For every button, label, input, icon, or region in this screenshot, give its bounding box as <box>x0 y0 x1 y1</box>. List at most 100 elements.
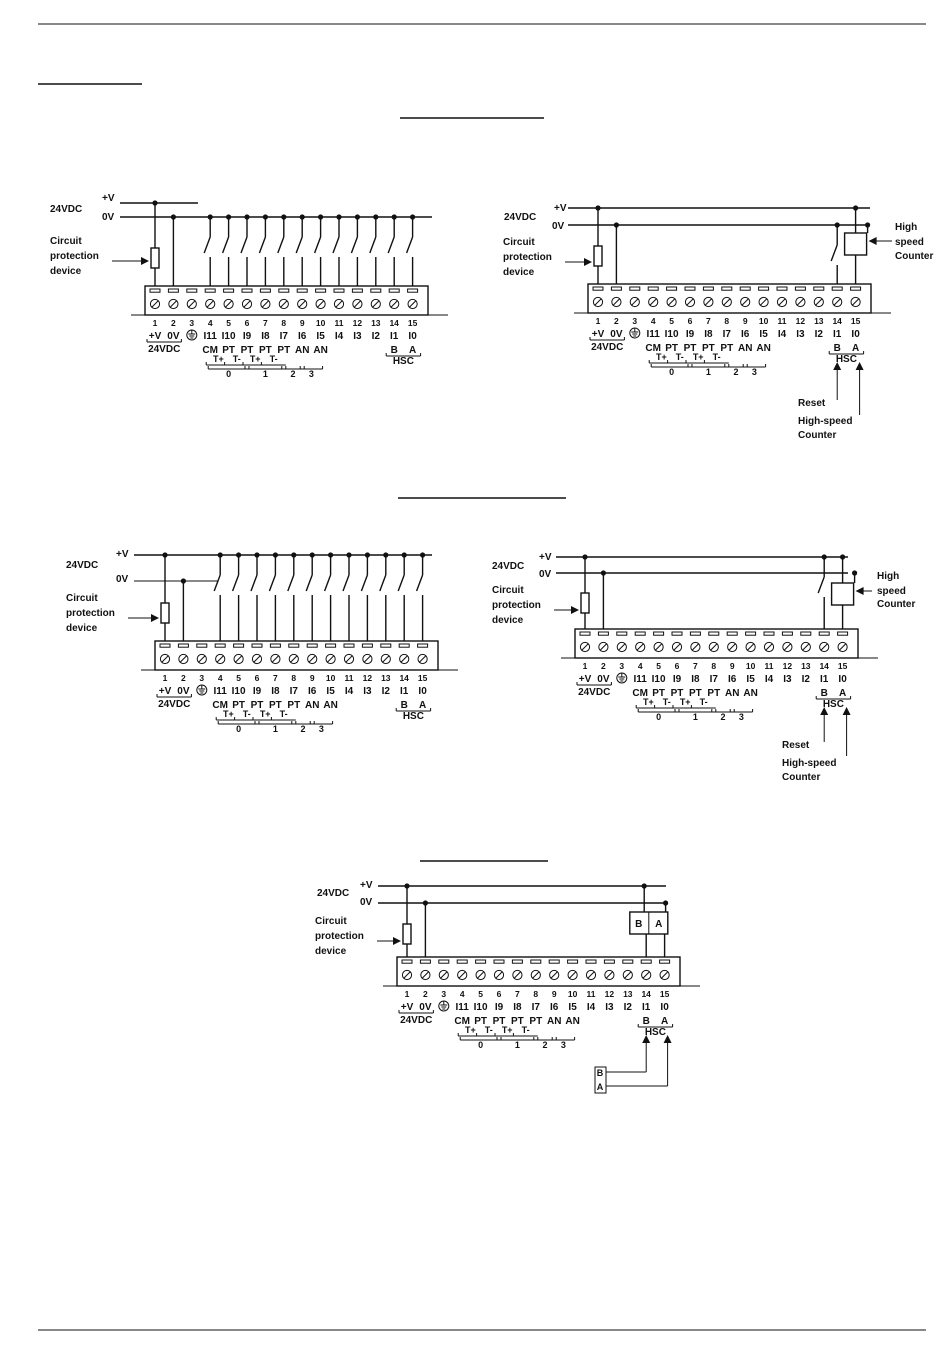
screw-slot <box>778 298 786 306</box>
screw-slot <box>642 971 650 979</box>
terminal-label: I9 <box>253 686 262 697</box>
terminal-screw <box>795 296 806 308</box>
screw-slot <box>272 655 279 663</box>
terminal-slot <box>278 288 290 293</box>
terminal-screw <box>758 296 769 308</box>
input-group-number: 1 <box>515 1040 520 1050</box>
terminal-slot <box>214 643 226 648</box>
pt-polarity-label: T- <box>522 1025 530 1035</box>
terminal-slot <box>794 286 806 291</box>
input-group-number: 2 <box>290 369 295 379</box>
terminal-label: I7 <box>723 329 732 340</box>
terminal-label: I6 <box>550 1002 559 1013</box>
switch-contact <box>213 574 221 592</box>
switch-contact <box>350 236 359 254</box>
terminal-function: CM <box>632 688 648 699</box>
screw-slot <box>477 971 484 979</box>
switch-contact <box>405 236 414 254</box>
zero-volt-rail-label: 0V <box>539 569 552 580</box>
switch-contact <box>250 574 258 592</box>
arrow-head <box>868 237 877 245</box>
terminal-number: 15 <box>851 316 861 326</box>
terminal-number: 9 <box>743 316 748 326</box>
terminal-screw <box>401 969 413 981</box>
switch-contact <box>203 236 211 254</box>
hs-counter-label: Counter <box>798 430 836 441</box>
arrow-head <box>151 614 159 622</box>
terminal-screw <box>598 641 609 653</box>
terminal-label: +V <box>592 329 605 340</box>
input-group-number: 2 <box>300 724 305 734</box>
pt-polarity-label: T- <box>713 352 721 362</box>
screw-slot <box>802 643 810 651</box>
terminal-screw <box>325 653 336 665</box>
terminal-screw <box>763 641 775 653</box>
counter-label: High <box>895 222 917 233</box>
screw-slot <box>422 971 429 979</box>
terminal-function: AN <box>738 343 752 354</box>
terminal-number: 15 <box>838 661 848 671</box>
terminal-screw <box>837 641 848 653</box>
terminal-label: I7 <box>532 1002 541 1013</box>
terminal-label: I5 <box>759 329 768 340</box>
terminal-label: I1 <box>400 686 409 697</box>
terminal-number: 3 <box>632 316 637 326</box>
fuse-icon <box>580 592 590 614</box>
input-group-number: 2 <box>542 1040 547 1050</box>
terminal-screw <box>585 969 597 981</box>
terminal-function: PT <box>665 343 678 354</box>
terminal-number: 13 <box>381 673 391 683</box>
terminal-slot <box>186 288 198 293</box>
terminal-screw <box>307 653 318 665</box>
terminal-screw <box>196 653 207 665</box>
terminal-screw <box>370 298 381 310</box>
terminal-screw <box>690 641 701 653</box>
terminal-function: AN <box>743 688 757 699</box>
circuit-protection-label: Circuit <box>492 585 524 596</box>
terminal-number: 11 <box>587 989 596 999</box>
terminal-screw <box>493 969 505 981</box>
screw-slot <box>170 300 177 308</box>
input-group-number: 3 <box>739 712 744 722</box>
circuit-protection-label: Circuit <box>315 916 347 927</box>
terminal-number: 14 <box>641 989 651 999</box>
supply-voltage-label: 24VDC <box>66 560 98 571</box>
terminal-slot <box>223 288 235 293</box>
screw-slot <box>198 655 206 663</box>
circuit-protection-label: Circuit <box>503 237 535 248</box>
terminal-screw <box>343 653 355 665</box>
terminal-slot <box>351 288 363 293</box>
terminal-number: 13 <box>623 989 633 999</box>
terminal-function: AN <box>547 1016 561 1027</box>
screw-slot <box>280 300 288 308</box>
terminal-number: 15 <box>408 318 418 328</box>
terminal-screw <box>159 653 171 665</box>
terminal-label: 0V <box>419 1002 432 1013</box>
terminal-screw <box>420 969 431 981</box>
terminal-label: I4 <box>778 329 787 340</box>
screw-slot <box>235 655 242 663</box>
terminal-label: I9 <box>686 329 695 340</box>
terminal-function: CM <box>212 700 228 711</box>
input-group-number: 2 <box>720 712 725 722</box>
terminal-slot <box>616 631 628 636</box>
terminal-number: 12 <box>363 673 373 683</box>
terminal-number: 2 <box>601 661 606 671</box>
terminal-label: I2 <box>802 674 811 685</box>
terminal-number: 13 <box>814 316 824 326</box>
terminal-number: 13 <box>801 661 811 671</box>
terminal-label: I10 <box>652 674 666 685</box>
terminal-function: B <box>821 688 828 699</box>
terminal-number: 7 <box>693 661 698 671</box>
switch-contact <box>323 574 332 592</box>
terminal-number: 8 <box>711 661 716 671</box>
screw-slot <box>188 300 196 308</box>
screw-slot <box>253 655 261 663</box>
switch-contact <box>313 236 322 254</box>
terminal-label: I6 <box>728 674 737 685</box>
terminal-screw <box>512 969 523 981</box>
screw-slot <box>290 655 298 663</box>
terminal-function: PT <box>529 1016 542 1027</box>
terminal-function: AN <box>725 688 739 699</box>
